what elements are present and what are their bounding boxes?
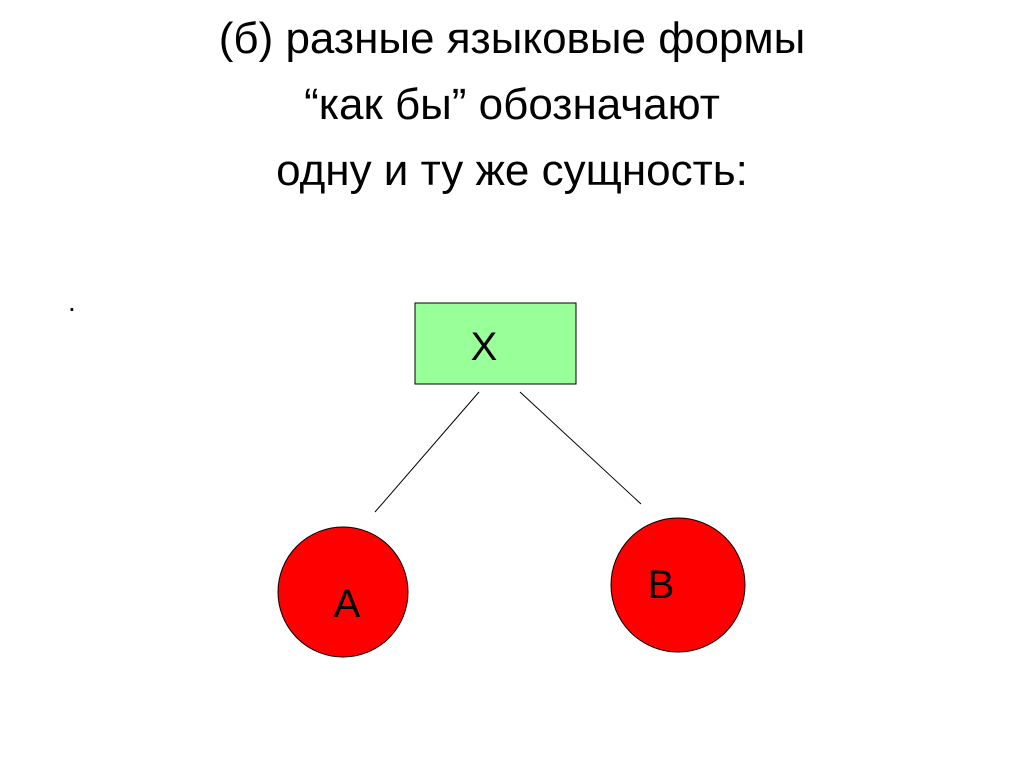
node-b: B [610,517,746,653]
node-a: A [277,526,409,658]
node-b-border [610,517,746,653]
title-line-3: одну и ту же сущность: [276,146,748,195]
node-a-circle [278,527,408,657]
node-a-border [277,526,409,658]
node-x-label: X [471,325,498,369]
edge-root-to-b [519,391,642,505]
bullet-marker: . [68,286,76,317]
edge-root-to-a [374,391,480,513]
slide-title: (б) разные языковые формы “как бы” обозн… [60,6,964,204]
node-b-circle [611,518,745,652]
title-line-2: “как бы” обозначают [304,80,720,129]
node-x-border [414,302,577,385]
node-a-label: A [334,582,361,626]
node-x: X [414,302,577,385]
node-x-box [415,303,576,384]
title-line-1: (б) разные языковые формы [218,14,806,63]
node-b-label: B [648,563,675,607]
